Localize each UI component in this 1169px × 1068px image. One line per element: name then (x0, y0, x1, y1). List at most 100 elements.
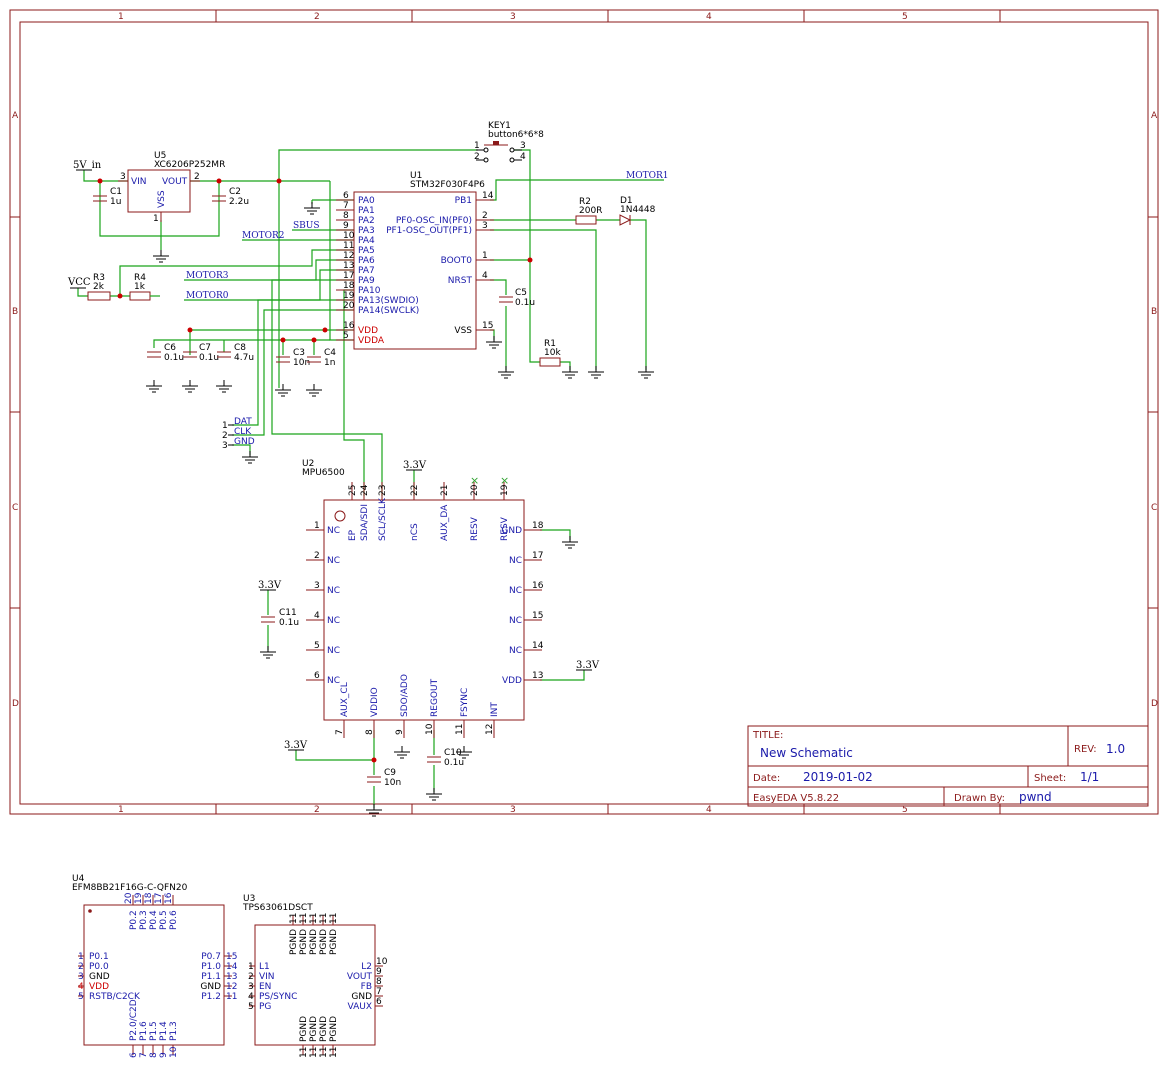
u5-pin3: 3 (120, 172, 126, 182)
u4-pin-num: 10 (169, 1046, 179, 1058)
u4-pin-name: P0.0 (89, 962, 109, 972)
u3-pin-name: L2 (361, 962, 372, 972)
u3-pin-name: PGND (329, 1016, 339, 1042)
u2-pin-name: NC (327, 646, 340, 656)
u2-pin-num: 17 (532, 551, 543, 561)
u2-pin-name: NC (509, 586, 522, 596)
drawn-by-label: Drawn By: (954, 793, 1005, 804)
capacitor-ref: C9 (384, 768, 396, 778)
u1-pin-num: 20 (343, 301, 355, 311)
u2-pin-name: nCS (410, 523, 420, 541)
u3-pin-name: PS/SYNC (259, 992, 297, 1002)
u2-pin-num: 24 (360, 484, 370, 496)
u1-pin-name: PA7 (358, 266, 375, 276)
key1-pin2: 2 (474, 152, 480, 162)
u1-pin-num: 2 (482, 211, 488, 221)
u1-pin-name: PF1-OSC_OUT(PF1) (386, 226, 472, 236)
net-labels: 5V_in VCC MOTOR1 MOTOR2 MOTOR3 MOTOR0 SB… (67, 160, 668, 751)
capacitor-value: 2.2u (229, 197, 249, 207)
row-label-d: D (12, 699, 19, 709)
u2-pin-num: 11 (455, 724, 465, 735)
capacitor-value: 10n (293, 358, 310, 368)
u1-pin-name: PA3 (358, 226, 375, 236)
sheet-label: Sheet: (1034, 773, 1066, 784)
capacitor-value: 0.1u (515, 298, 535, 308)
u3-pin-num: 11 (299, 1047, 309, 1058)
u3-pin-num: 11 (319, 1047, 329, 1058)
u4-pin-num: 13 (226, 972, 237, 982)
u2-pin-name: NC (509, 616, 522, 626)
row-label-a: A (12, 111, 19, 121)
ground-icon (486, 336, 502, 349)
u2-part: MPU6500 (302, 468, 345, 478)
u2-pin-name: GND (501, 526, 522, 536)
u4-pin-name: P0.1 (89, 952, 109, 962)
u3-pin-num: 11 (329, 1047, 339, 1058)
u4-pin-name: P0.3 (139, 910, 149, 930)
u3-pin-num: 11 (309, 913, 319, 924)
u1-pin-num: 5 (343, 331, 349, 341)
junction-dot (527, 257, 533, 263)
u1-pin-num: 14 (482, 191, 494, 201)
swd-pin3: 3 (222, 441, 228, 451)
u4-pin-num: 14 (226, 962, 238, 972)
capacitor-value: 0.1u (164, 353, 184, 363)
ground-icon (275, 384, 291, 397)
u1-pin-num: 4 (482, 271, 488, 281)
u2-imu: U2 MPU6500 25EP24SDA/SDI23SCL/SCLK22nCS2… (302, 459, 544, 738)
u1-pin-num: 8 (343, 211, 349, 221)
u2-pin-name: INT (490, 702, 500, 717)
u2-pin-num: 8 (365, 729, 375, 735)
u2-pin-name: RESV (470, 516, 480, 541)
u4-pin-num: 16 (164, 892, 174, 904)
u2-pin-name: REGOUT (430, 678, 440, 717)
ground-icon (182, 380, 198, 393)
u2-pin-num: 21 (440, 485, 450, 496)
ground-icon (306, 384, 322, 397)
u1-pin-name: VDD (358, 326, 378, 336)
u3-pin-num: 3 (248, 982, 254, 992)
junction-dot (117, 293, 123, 299)
u1-pin-name: PA9 (358, 276, 375, 286)
u1-pin-num: 3 (482, 221, 488, 231)
u2-pin-name: AUX_CL (340, 682, 350, 717)
u2-pin-num: 10 (425, 723, 435, 735)
u4-pin-name: P0.5 (159, 910, 169, 930)
u4-pin-name: GND (200, 982, 221, 992)
u4-pin-num: 2 (78, 962, 84, 972)
swd-header: 1 2 3 DAT CLK GND (222, 417, 255, 451)
u2-pin-num: 19 (500, 484, 510, 496)
u3-pin-num: 11 (329, 913, 339, 924)
u3-pin-name: PGND (309, 929, 319, 955)
u3-pin-num: 1 (248, 962, 254, 972)
swd-gnd: GND (234, 437, 255, 447)
u1-pin-name: PF0-OSC_IN(PF0) (396, 216, 472, 226)
u4-ref: U4 (72, 874, 85, 884)
net-3v3-vdd: 3.3V (576, 660, 600, 671)
u1-pin-name: VDDA (358, 336, 385, 346)
u4-pin-num: 6 (129, 1052, 139, 1058)
u4-pin-num: 1 (78, 952, 84, 962)
u4-pin-name: P1.2 (201, 992, 221, 1002)
date-label: Date: (753, 773, 780, 784)
u4-pin-name: P0.7 (201, 952, 221, 962)
resistor-value: 1k (134, 282, 146, 292)
capacitor-ref: C1 (110, 187, 122, 197)
junction-dot (216, 178, 222, 184)
u1-pin-num: 19 (343, 291, 355, 301)
u2-pin-num: 1 (314, 521, 320, 531)
junctions (97, 178, 533, 763)
net-motor2: MOTOR2 (242, 231, 284, 241)
title-value: New Schematic (760, 746, 853, 760)
key1-pin3: 3 (520, 141, 526, 151)
ground-icon (588, 366, 604, 379)
u3-pin-num: 11 (309, 1047, 319, 1058)
net-motor1: MOTOR1 (626, 171, 668, 181)
u3-pin-name: PGND (309, 1016, 319, 1042)
no-connect-mark: × (500, 474, 509, 487)
d1-ref: D1 (620, 196, 633, 206)
swd-pin2: 2 (222, 431, 228, 441)
u3-pin-num: 11 (289, 913, 299, 924)
